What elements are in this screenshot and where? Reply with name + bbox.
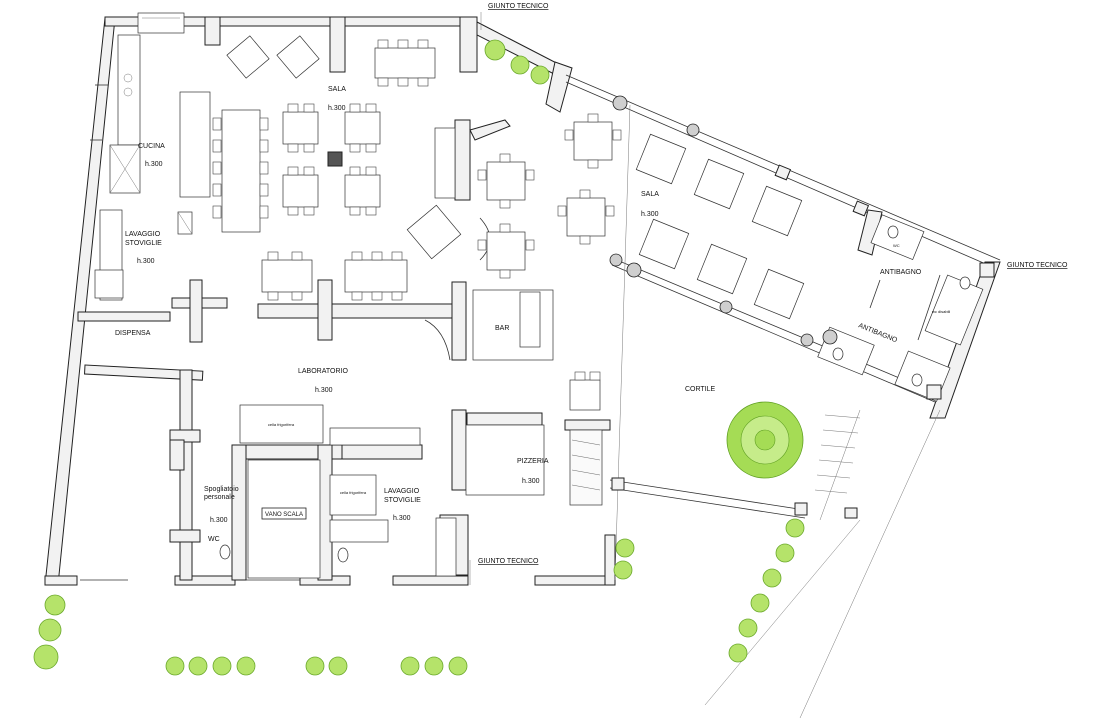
room-name-lavaggio-1b: STOVIGLIE [125, 240, 162, 247]
wc-small-label: WC [893, 243, 900, 248]
joint-label-bottom: GIUNTO TECNICO [478, 558, 539, 565]
dining-tables [212, 35, 805, 381]
room-name-lavaggio-1: LAVAGGIO [125, 231, 161, 238]
room-name-vano-scala: VANO SCALA [265, 512, 303, 518]
cella-label-2: cella frigorifera [340, 490, 367, 495]
kitchen-equipment: cella frigorifera cella frigorifera [94, 34, 603, 579]
room-height-laboratorio: h.300 [315, 387, 333, 394]
planter-shrubs [484, 39, 550, 85]
technical-joints: GIUNTO TECNICO GIUNTO TECNICO GIUNTO TEC… [469, 3, 1068, 585]
room-height-pizzeria: h.300 [522, 478, 540, 485]
table-square [226, 35, 270, 79]
tree-icon [726, 401, 804, 479]
room-name-laboratorio: LABORATORIO [298, 368, 348, 375]
room-height-lavaggio-1: h.300 [137, 258, 155, 265]
room-name-sala-right: SALA [641, 191, 659, 198]
room-name-lavaggio-2b: STOVIGLIE [384, 497, 421, 504]
room-name-antibagno-1: ANTIBAGNO [880, 269, 922, 276]
room-height-lavaggio-2: h.300 [393, 515, 411, 522]
wc-disabili-label: wc disabili [932, 309, 950, 314]
room-name-pizzeria: PIZZERIA [517, 458, 549, 465]
room-name-wc: WC [208, 536, 220, 543]
room-name-bar: BAR [495, 325, 509, 332]
room-height-sala: h.300 [328, 105, 346, 112]
room-height-cucina: h.300 [145, 161, 163, 168]
joint-label-top: GIUNTO TECNICO [488, 3, 549, 10]
room-height-spogliatoio: h.300 [210, 517, 228, 524]
room-name-dispensa: DISPENSA [115, 330, 151, 337]
right-wing-walls [565, 74, 1001, 719]
room-name-spogliatoio: Spogliatoio [204, 486, 239, 493]
room-name-sala: SALA [328, 86, 346, 93]
cella-label-1: cella frigorifera [268, 422, 295, 427]
table-square [276, 35, 320, 79]
room-height-sala-right: h.300 [641, 211, 659, 218]
room-name-cucina: CUCINA [138, 143, 165, 150]
room-name-spogliatoio-b: personale [204, 494, 235, 501]
joint-label-right: GIUNTO TECNICO [1007, 262, 1068, 269]
room-name-cortile: CORTILE [685, 386, 716, 393]
vegetation [33, 39, 805, 676]
room-name-lavaggio-2: LAVAGGIO [384, 488, 420, 495]
bathroom-fixtures: WC wc disabili [219, 225, 971, 563]
building-walls [44, 12, 616, 586]
